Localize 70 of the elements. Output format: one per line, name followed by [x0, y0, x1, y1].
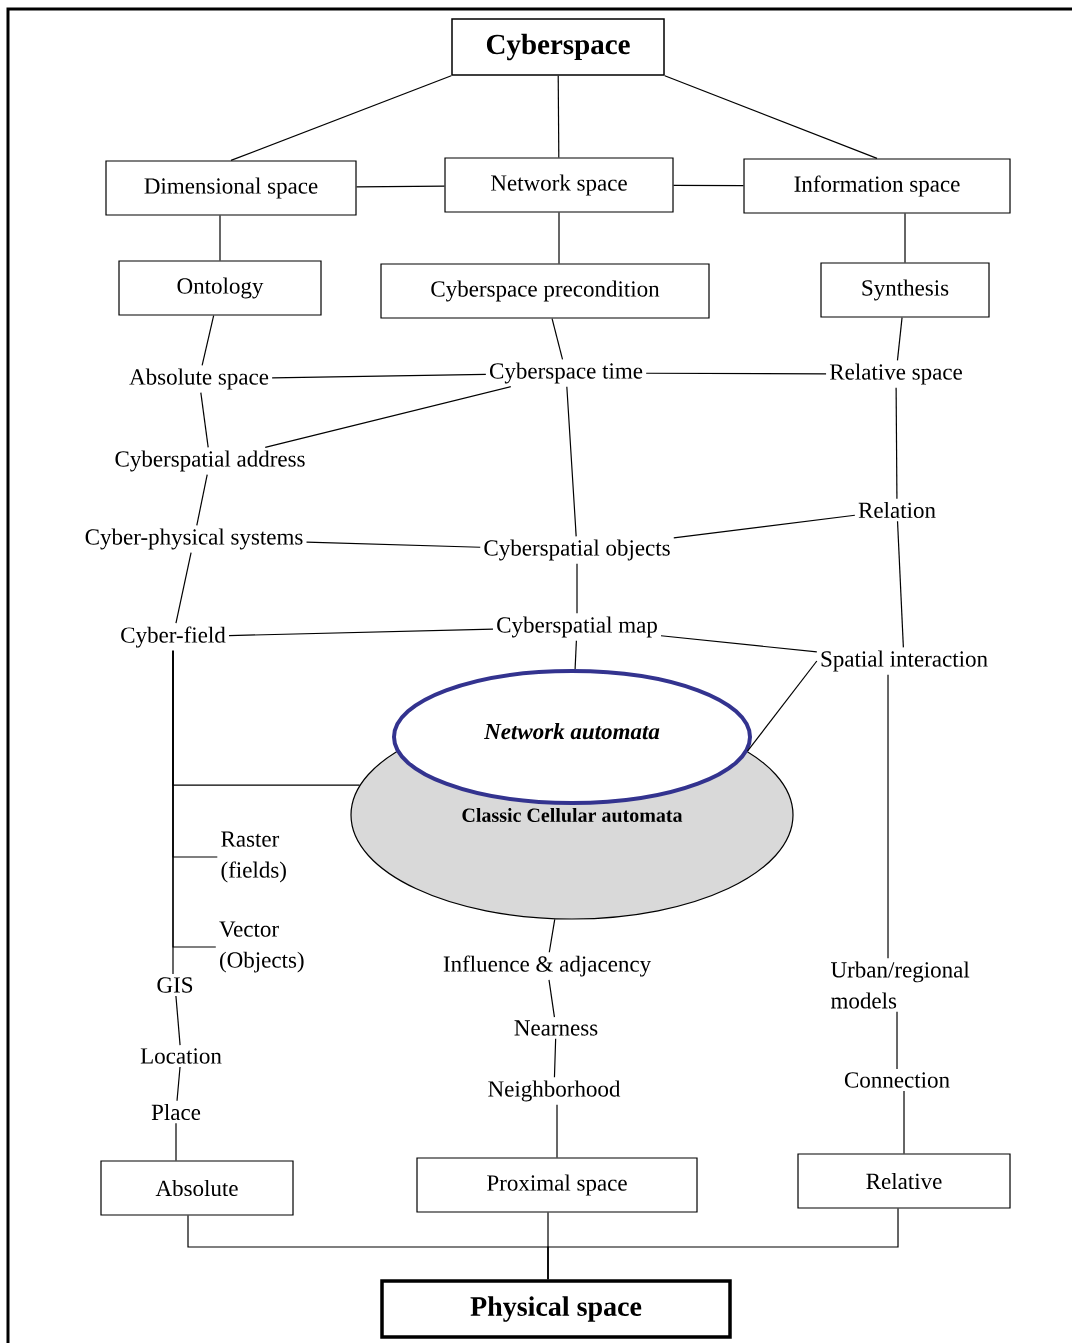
- concept-box: Proximal space: [416, 1157, 698, 1213]
- connector-line: [175, 552, 192, 624]
- connector-line: [557, 75, 560, 158]
- concept-label: Connection: [844, 1072, 950, 1088]
- connector-line: [271, 373, 487, 379]
- concept-label: GIS: [157, 977, 193, 993]
- connector-line: [172, 650, 217, 948]
- concept-label: Cyberspace time: [490, 362, 643, 384]
- connector-line: [558, 212, 560, 264]
- concept-box: Dimensional space: [105, 160, 357, 216]
- connector-line: [196, 474, 208, 526]
- concept-label: Neighborhood: [488, 1080, 621, 1102]
- concept-box: Network space: [444, 157, 674, 213]
- concept-box: Information space: [743, 158, 1011, 214]
- concept-box: Cyberspace precondition: [380, 263, 710, 319]
- concept-label: Cyberspatial map: [497, 616, 657, 638]
- concept-label: Relation: [858, 501, 936, 519]
- connector-line: [896, 1011, 898, 1070]
- connector-line: [548, 979, 556, 1018]
- concept-label: Raster (fields): [221, 831, 286, 883]
- concept-label: Cyberspatial objects: [484, 539, 670, 561]
- connector-line: [228, 628, 494, 637]
- concept-box: Ontology: [118, 260, 322, 316]
- connector-line: [645, 372, 827, 375]
- connector-line: [305, 541, 481, 548]
- connector-line: [660, 635, 818, 653]
- connector-line: [230, 75, 452, 161]
- concept-box: Synthesis: [820, 262, 990, 318]
- connector-line: [896, 520, 904, 648]
- connector-line: [574, 640, 577, 670]
- concept-label: Cyberspatial address: [115, 450, 305, 472]
- concept-label: Cyber-physical systems: [85, 528, 303, 550]
- connector-line: [746, 660, 818, 752]
- concept-label: Location: [140, 1048, 222, 1064]
- connector-line: [548, 918, 556, 953]
- connector-line: [175, 995, 181, 1046]
- connector-line: [219, 215, 221, 261]
- concept-label: Cyber-field: [121, 626, 226, 648]
- connector-line: [903, 1090, 905, 1154]
- connector-line: [176, 1066, 181, 1102]
- concept-box: Relative: [797, 1153, 1011, 1209]
- connector-line: [356, 185, 445, 188]
- connector-line: [576, 563, 578, 614]
- concept-label: Relative space: [829, 363, 962, 385]
- concept-label: Absolute space: [129, 368, 269, 390]
- concept-label: Place: [151, 1103, 201, 1121]
- connector-line: [553, 1038, 557, 1078]
- concept-box: Absolute: [100, 1160, 294, 1216]
- connector-line: [673, 514, 856, 539]
- title-box: Cyberspace: [451, 18, 665, 76]
- connector-line: [175, 1122, 177, 1161]
- connector-line: [547, 1208, 899, 1280]
- concept-label: Vector (Objects): [219, 921, 304, 973]
- connector-line: [673, 184, 744, 187]
- concept-label: Nearness: [514, 1020, 598, 1036]
- connector-line: [887, 674, 889, 959]
- concept-label: Influence & adjacency: [443, 955, 652, 977]
- connector-line: [556, 1104, 558, 1158]
- connector-line: [201, 315, 215, 366]
- concept-label: Urban/regional models: [831, 961, 970, 1009]
- connector-line: [566, 386, 577, 537]
- connector-line: [264, 386, 512, 448]
- connector-line: [664, 75, 878, 159]
- connector-line: [904, 213, 906, 263]
- connector-line: [551, 318, 564, 360]
- connector-line: [200, 392, 209, 448]
- connector-line: [896, 317, 903, 361]
- connector-line: [895, 387, 898, 500]
- concept-label: Spatial interaction: [821, 650, 988, 672]
- concept-box: Physical space: [380, 1279, 732, 1339]
